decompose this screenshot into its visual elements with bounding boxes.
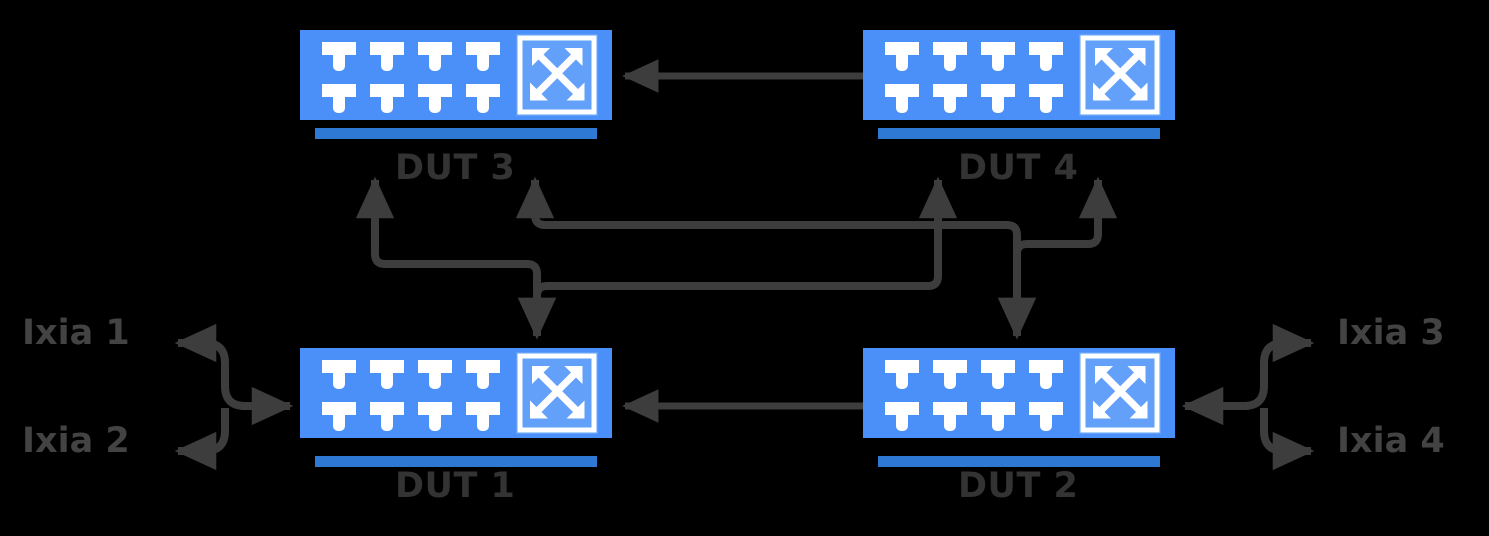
device-label-dut2: DUT 2: [958, 466, 1079, 506]
device-dut2[interactable]: [863, 348, 1175, 467]
link-dut2-dut4: [997, 176, 1118, 340]
link-dut2-dut3: [515, 176, 1037, 340]
device-dut3[interactable]: [300, 30, 612, 139]
link-dut1-dut4: [517, 176, 958, 340]
device-dut4[interactable]: [863, 30, 1175, 139]
device-layer: [300, 30, 1175, 467]
endpoint-label-ixia3: Ixia 3: [1337, 313, 1445, 353]
link-ixia2-dut1: [174, 408, 229, 471]
network-switch-icon: [516, 34, 598, 116]
device-label-dut4: DUT 4: [958, 148, 1079, 188]
device-label-dut3: DUT 3: [395, 148, 516, 188]
endpoint-label-ixia2: Ixia 2: [22, 421, 130, 461]
endpoint-label-ixia1: Ixia 1: [22, 313, 130, 353]
device-base-bar: [878, 456, 1160, 467]
link-ixia4-dut2: [1260, 408, 1315, 471]
device-base-bar: [878, 128, 1160, 139]
endpoint-label-ixia4: Ixia 4: [1337, 421, 1445, 461]
device-label-dut1: DUT 1: [395, 466, 516, 506]
network-switch-icon: [1079, 34, 1161, 116]
network-switch-icon: [516, 352, 598, 434]
network-switch-icon: [1079, 352, 1161, 434]
link-ixia3-dut2: [1181, 323, 1315, 426]
link-dut1-dut3: [355, 176, 557, 340]
device-base-bar: [315, 128, 597, 139]
device-dut1[interactable]: [300, 348, 612, 467]
device-base-bar: [315, 456, 597, 467]
link-ixia1-dut1: [174, 323, 294, 426]
